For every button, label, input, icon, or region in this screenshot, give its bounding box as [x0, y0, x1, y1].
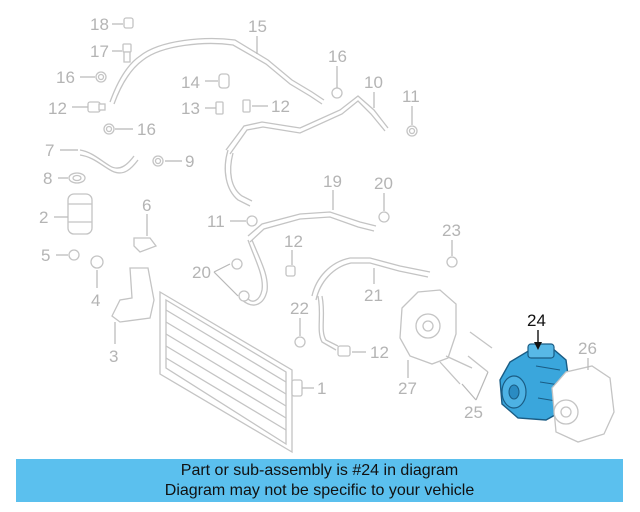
callout-11: 11 — [207, 212, 225, 231]
callout-12: 12 — [48, 99, 67, 118]
diagram-parts — [67, 17, 615, 454]
callout-8: 8 — [43, 169, 52, 188]
callout-27: 27 — [398, 379, 417, 398]
callout-12: 12 — [284, 232, 303, 251]
callout-13: 13 — [181, 99, 200, 118]
callout-21: 21 — [364, 286, 383, 305]
callout-3: 3 — [109, 347, 118, 366]
callout-5: 5 — [41, 246, 50, 265]
callout-2: 2 — [39, 208, 48, 227]
callout-20: 20 — [374, 174, 393, 193]
callout-20: 20 — [192, 263, 211, 282]
pipe-lines — [79, 37, 431, 351]
callout-16: 16 — [56, 68, 75, 87]
leader-lines — [54, 23, 589, 401]
callout-7: 7 — [45, 141, 54, 160]
callout-22: 22 — [290, 299, 309, 318]
callout-18: 18 — [90, 15, 109, 34]
banner-line-part-number: Part or sub-assembly is #24 in diagram — [180, 462, 459, 479]
callout-6: 6 — [142, 196, 151, 215]
callout-16: 16 — [137, 120, 156, 139]
callout-15: 15 — [248, 17, 267, 36]
callout-16: 16 — [328, 47, 347, 66]
bolts — [439, 331, 493, 385]
callout-9: 9 — [185, 152, 194, 171]
condenser — [159, 290, 303, 454]
callout-19: 19 — [323, 172, 342, 191]
callout-4: 4 — [91, 291, 100, 310]
callout-24: 24 — [527, 311, 546, 330]
callout-25: 25 — [464, 403, 483, 422]
callout-10: 10 — [364, 73, 383, 92]
info-banner: Part or sub-assembly is #24 in diagram D… — [16, 459, 623, 502]
callout-14: 14 — [181, 73, 200, 92]
compressor-housing — [399, 289, 457, 365]
callout-12: 12 — [370, 343, 389, 362]
callout-24-arrow — [534, 330, 542, 350]
compressor-26 — [551, 365, 615, 443]
callout-1: 1 — [317, 379, 326, 398]
callout-12: 12 — [271, 97, 290, 116]
callout-17: 17 — [90, 42, 109, 61]
callout-23: 23 — [442, 221, 461, 240]
banner-line-disclaimer: Diagram may not be specific to your vehi… — [164, 482, 475, 499]
compressor-24 — [499, 343, 571, 421]
callout-labels: 18 17 16 12 15 16 14 13 12 10 11 16 7 9 … — [39, 15, 597, 422]
callout-26: 26 — [578, 339, 597, 358]
callout-11: 11 — [402, 87, 420, 106]
